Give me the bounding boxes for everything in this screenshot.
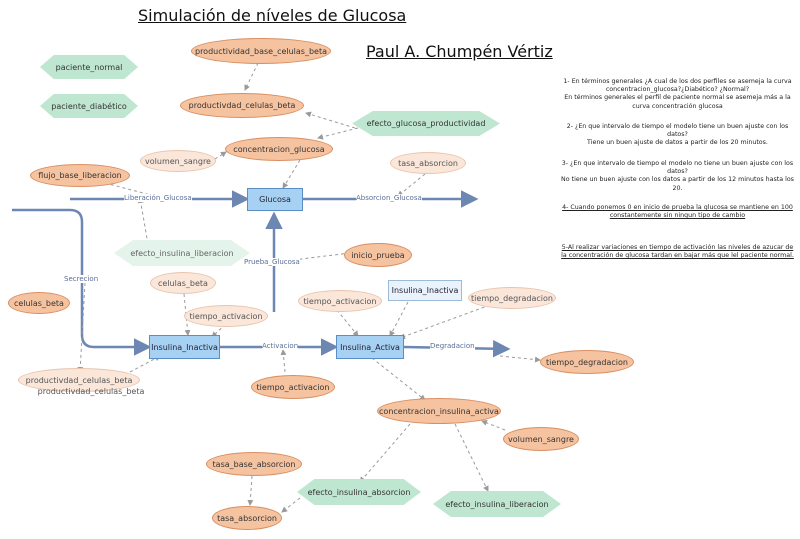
question-4: 4- Cuando ponemos 0 en inicio de prueba … (562, 204, 793, 220)
legend-paciente-diabetico: paciente_diabético (40, 94, 138, 118)
insulina-activa-stock[interactable]: Insulina_Activa (336, 335, 404, 359)
author-name: Paul A. Chumpén Vértiz (366, 42, 553, 61)
link-18 (481, 420, 506, 431)
volumen-sangre-node[interactable]: volumen_sangre (503, 427, 579, 451)
link-20 (454, 423, 489, 492)
tiempo-activacion-ghost-node-2[interactable]: tiempo_activacion (298, 290, 382, 312)
link-14 (399, 304, 491, 340)
link-10 (211, 319, 231, 338)
tasa-absorcion-node[interactable]: tasa_absorcion (212, 506, 282, 530)
tiempo-degradacion-ghost-node[interactable]: tiempo_degradacion (468, 287, 556, 309)
link-11 (280, 349, 287, 373)
question-3: 3- ¿En que intervalo de tiempo el modelo… (561, 160, 794, 192)
link-4 (214, 151, 227, 160)
productividad-celulas-beta-node[interactable]: productivdad_celulas_beta (180, 93, 304, 118)
flow-degradacion-label: Degradacion (430, 342, 475, 350)
celulas-beta-ghost-node[interactable]: celulas_beta (150, 272, 216, 294)
link-24 (137, 197, 151, 257)
glucosa-stock[interactable]: Glucosa (247, 188, 303, 211)
productividad-celulas-beta-ghost-node-1[interactable]: productivdad_celulas_beta (18, 368, 140, 392)
legend-paciente-normal: paciente_normal (40, 55, 138, 79)
tiempo-activacion-node[interactable]: tiempo_activacion (251, 375, 335, 399)
insulina-inactiva-stock[interactable]: Insulina_Inactiva (149, 335, 220, 359)
tiempo-degradacion-node[interactable]: tiempo_degradacion (540, 350, 634, 374)
page-title: Simulación de níveles de Glucosa (138, 6, 407, 25)
link-3 (317, 127, 359, 140)
link-17 (371, 357, 426, 401)
flow-activacion-label: Activacion (262, 342, 299, 350)
concentracion-insulina-activa-node[interactable]: concentracion_insulina_activa (377, 398, 501, 424)
tiempo-activacion-ghost-node-1[interactable]: tiempo_activacion (184, 305, 268, 327)
inicio-prueba-node[interactable]: inicio_prueba (344, 243, 412, 267)
flow-absorcion-label: Absorcion_Glucosa (356, 194, 422, 202)
tasa-absorcion-ghost-node[interactable]: tasa_absorcion (390, 152, 466, 174)
link-6 (397, 173, 426, 197)
question-5: 5-Al realizar variaciones en tiempo de a… (561, 244, 794, 260)
efecto-insulina-liberacion-ghost-node[interactable]: efecto_insulina_liberacion (114, 240, 250, 266)
link-1 (244, 62, 259, 91)
flow-liberacion-label: Liberación_Glucosa (124, 194, 192, 202)
efecto-insulina-absorcion-node[interactable]: efecto_insulina_absorcion (297, 479, 421, 505)
link-19 (359, 423, 411, 483)
link-5 (282, 159, 301, 189)
link-21 (247, 475, 254, 506)
flujo-base-liberacion-node[interactable]: flujo_base_liberacion (30, 164, 130, 187)
link-2 (305, 111, 356, 129)
link-23 (77, 282, 86, 373)
productividad-celulas-beta-ghost-node-2[interactable]: productivdad_celulas_beta (37, 386, 145, 396)
question-1: 1- En términos generales ¿A cual de los … (563, 78, 792, 110)
link-22 (281, 497, 301, 513)
link-15 (499, 355, 541, 363)
volumen-sangre-ghost-node[interactable]: volumen_sangre (140, 150, 216, 172)
insulina-inactiva-ghost-stock[interactable]: Insulina_Inactiva (388, 280, 462, 301)
efecto-glucosa-productividad-node[interactable]: efecto_glucosa_productividad (352, 111, 500, 136)
link-12 (336, 309, 359, 337)
concentracion-glucosa-node[interactable]: concentracion_glucosa (225, 137, 333, 161)
celulas-beta-node[interactable]: celulas_beta (8, 292, 70, 314)
productividad-base-celulas-beta-node[interactable]: productividad_base_celulas_beta (191, 38, 331, 64)
flow-secrecion-label: Secrecion (64, 275, 99, 283)
tasa-base-absorcion-node[interactable]: tasa_base_absorcion (206, 452, 302, 476)
flow-prueba-label: Prueba_Glucosa (244, 258, 300, 266)
link-13 (389, 301, 409, 337)
question-2: 2- ¿En que intervalo de tiempo el modelo… (566, 123, 789, 147)
efecto-insulina-liberacion-node[interactable]: efecto_insulina_liberacion (433, 491, 561, 517)
